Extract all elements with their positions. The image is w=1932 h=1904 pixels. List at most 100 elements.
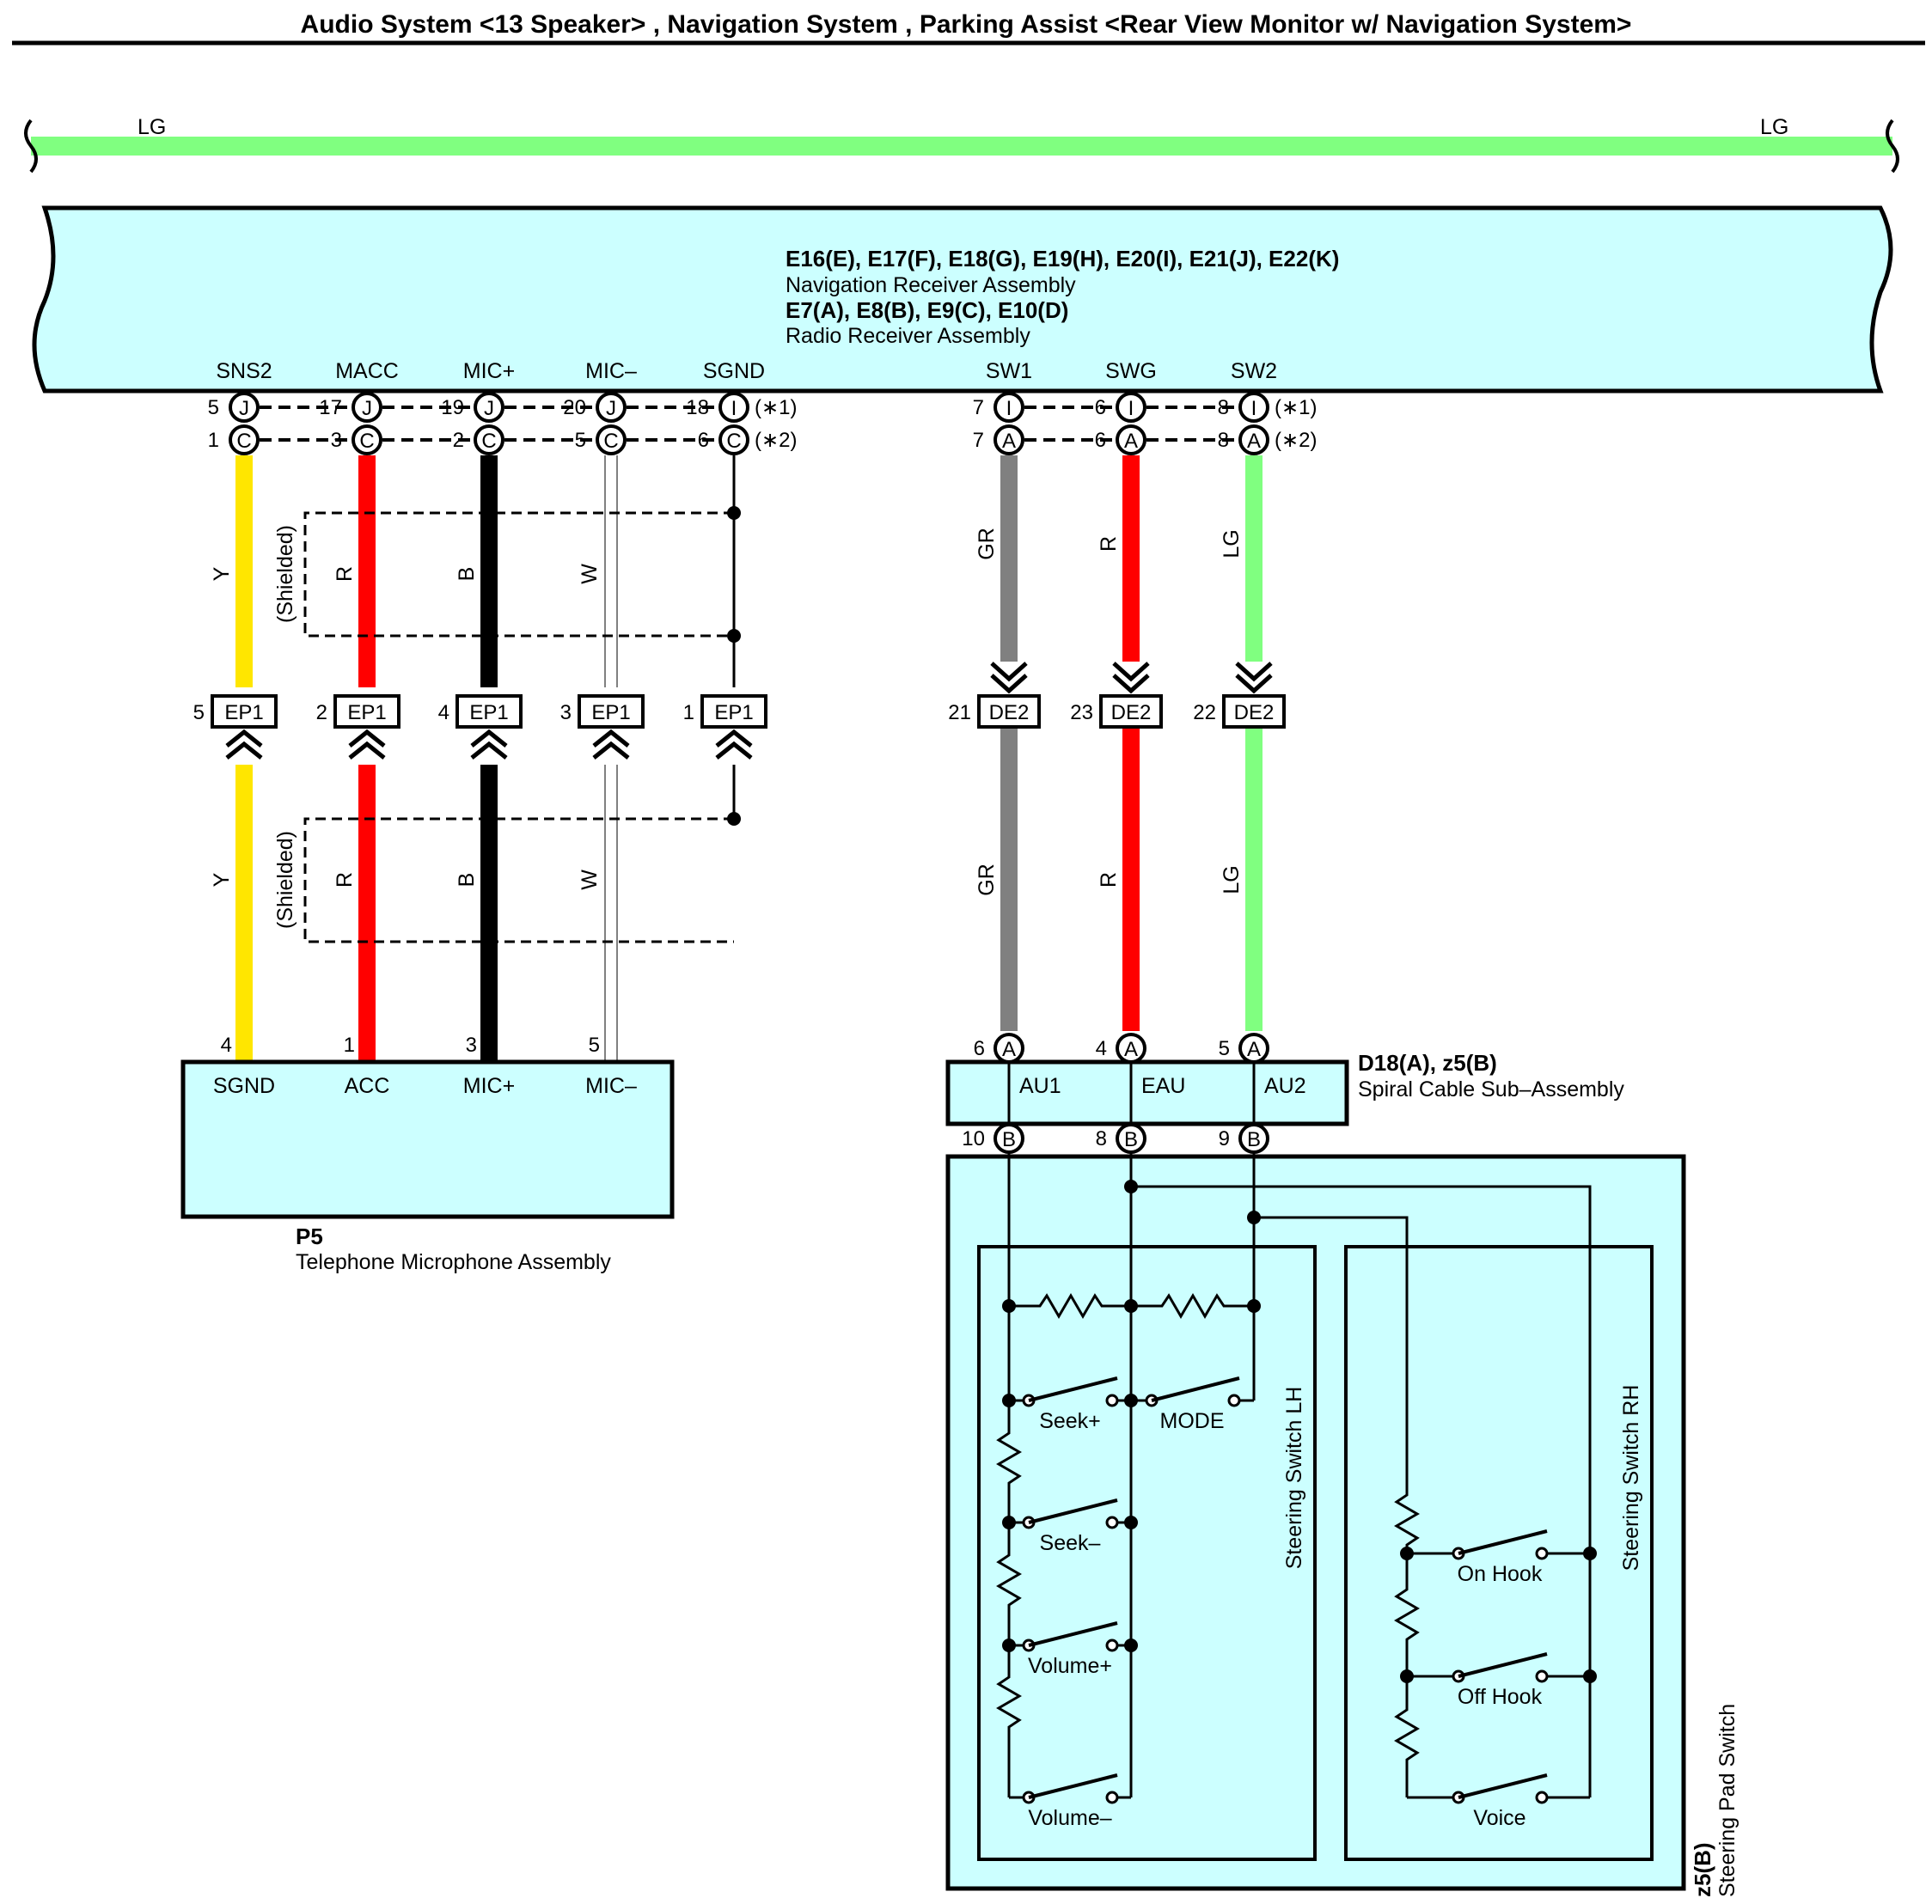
sw-terminal-swg: SWG 6 I 6 A	[1095, 359, 1157, 455]
de-code: DE2	[1111, 701, 1152, 724]
note-1: (∗1)	[755, 396, 797, 419]
terminal-name: SWG	[1105, 359, 1157, 383]
ep-code: EP1	[469, 701, 508, 724]
pin-number: 7	[973, 396, 984, 419]
pin-number: 10	[962, 1127, 985, 1150]
switch-off-hook: Off Hook	[1407, 1652, 1590, 1709]
device-pin: 4	[221, 1034, 232, 1057]
ep-pin: 1	[683, 701, 694, 724]
de-code: DE2	[1234, 701, 1275, 724]
ep1-connector: EP1 4	[438, 694, 523, 760]
spiral-terminal: EAU	[1141, 1074, 1185, 1098]
note-1: (∗1)	[1275, 396, 1317, 419]
junction-dots	[1002, 1180, 1597, 1683]
mic-terminal-sgnd: SGND 18 I 6 C (∗1) (∗2)	[686, 359, 797, 455]
switch-seek-plus: Seek+	[1009, 1376, 1131, 1433]
wire-color-label: R	[1097, 536, 1121, 552]
spiral-terminal: AU2	[1264, 1074, 1306, 1098]
wire-color-label: GR	[975, 864, 999, 896]
terminal-name: SNS2	[216, 359, 272, 383]
ep-code: EP1	[224, 701, 263, 724]
de-pin: 22	[1193, 701, 1216, 724]
de2-connector: DE2 23	[1070, 662, 1163, 729]
connector-code: B	[1124, 1128, 1138, 1151]
mic-wire-labels: Y R B W Y R B W	[210, 564, 602, 890]
de2-connectors: DE2 21 DE2 23 DE2 22	[948, 662, 1286, 729]
connector-code: C	[481, 430, 496, 453]
page-title: Audio System <13 Speaker> , Navigation S…	[301, 10, 1632, 39]
wire-color-label: W	[578, 870, 602, 890]
terminal-name: MIC+	[463, 359, 515, 383]
de2-connector: DE2 22	[1193, 662, 1286, 729]
switch-label: Voice	[1473, 1806, 1525, 1830]
pin-number: 7	[973, 429, 984, 452]
wire-color-label: W	[578, 564, 602, 584]
shield-upper: (Shielded)	[273, 506, 741, 643]
sw-wire-labels: GR R LG GR R LG	[975, 528, 1244, 896]
ep1-connector: EP1 3	[560, 694, 645, 760]
connector-code: A	[1247, 430, 1261, 453]
sw-terminal-sw2: SW2 8 I 8 A (∗1) (∗2)	[1218, 359, 1317, 455]
mic-terminal-mic-minus: MIC– 20 J 5 C	[563, 359, 637, 455]
connector-code: A	[1002, 1038, 1016, 1061]
terminal-name: MACC	[335, 359, 399, 383]
connector-code: I	[1128, 397, 1134, 420]
wire-color-label: GR	[975, 528, 999, 560]
terminal-name: SW2	[1231, 359, 1277, 383]
switch-label: Volume–	[1028, 1806, 1111, 1830]
mic-terminal-snS2: SNS2 5 J 1 C	[208, 359, 272, 455]
pin-number: 6	[974, 1037, 985, 1060]
device-code: P5	[296, 1224, 323, 1249]
sw-terminal-links	[1024, 406, 1238, 442]
ep1-connector: EP1 2	[316, 694, 400, 760]
connector-code: I	[1006, 397, 1012, 420]
switch-voice: Voice	[1407, 1773, 1590, 1830]
device-pin: 5	[589, 1034, 600, 1057]
spiral-name: Spiral Cable Sub–Assembly	[1358, 1077, 1624, 1102]
switch-label: On Hook	[1458, 1562, 1543, 1586]
wire-color-label: R	[333, 566, 357, 582]
connector-code: I	[1251, 397, 1257, 420]
device-terminal: MIC+	[463, 1074, 515, 1098]
spiral-terminal: AU1	[1019, 1074, 1061, 1098]
switch-on-hook: On Hook	[1407, 1529, 1590, 1586]
lh-label: Steering Switch LH	[1282, 1387, 1306, 1570]
ep-code: EP1	[591, 701, 630, 724]
switch-mode: MODE	[1131, 1376, 1241, 1433]
spiral-cable-assembly: AU1 EAU AU2 D18(A), z5(B) Spiral Cable S…	[945, 1033, 1624, 1154]
connector-code: I	[731, 397, 737, 420]
device-terminal: ACC	[345, 1074, 390, 1098]
connector-code: J	[606, 397, 616, 420]
note-2: (∗2)	[1275, 429, 1317, 452]
pin-number: 9	[1219, 1127, 1230, 1150]
pad-internal-wiring	[996, 1152, 1592, 1797]
switch-label: Off Hook	[1458, 1685, 1543, 1709]
mic-terminal-links	[260, 406, 718, 442]
sw-terminal-sw1: SW1 7 I 7 A	[973, 359, 1032, 455]
pin-number: 1	[208, 429, 219, 452]
connector-code: C	[359, 430, 374, 453]
connector-code: A	[1124, 430, 1138, 453]
ep-code: EP1	[714, 701, 753, 724]
pin-number: 5	[208, 396, 219, 419]
pad-code: z5(B)	[1690, 1842, 1715, 1897]
connector-code: A	[1002, 430, 1016, 453]
pad-name: Steering Pad Switch	[1715, 1704, 1739, 1897]
pin-number: 8	[1096, 1127, 1107, 1150]
device-pin: 1	[344, 1034, 355, 1057]
sw-terminals: SW1 7 I 7 A SWG 6 I 6 A SW2 8 I 8 A (∗1)…	[973, 359, 1317, 455]
device-terminal: SGND	[213, 1074, 275, 1098]
nav-connectors-label: E16(E), E17(F), E18(G), E19(H), E20(I), …	[786, 246, 1339, 272]
terminal-name: SGND	[703, 359, 765, 383]
telephone-microphone-assembly: 4 1 3 5 SGND ACC MIC+ MIC– P5 Telephone …	[180, 1034, 675, 1274]
switch-label: Volume+	[1028, 1654, 1112, 1678]
top-lg-bus: LG LG	[24, 115, 1899, 174]
spiral-code: D18(A), z5(B)	[1358, 1050, 1497, 1076]
connector-code: C	[236, 430, 251, 453]
radio-connectors-label: E7(A), E8(B), E9(C), E10(D)	[786, 297, 1068, 323]
ep-pin: 5	[193, 701, 205, 724]
de-code: DE2	[989, 701, 1030, 724]
note-2: (∗2)	[755, 429, 797, 452]
wire-color-label: Y	[210, 566, 234, 581]
